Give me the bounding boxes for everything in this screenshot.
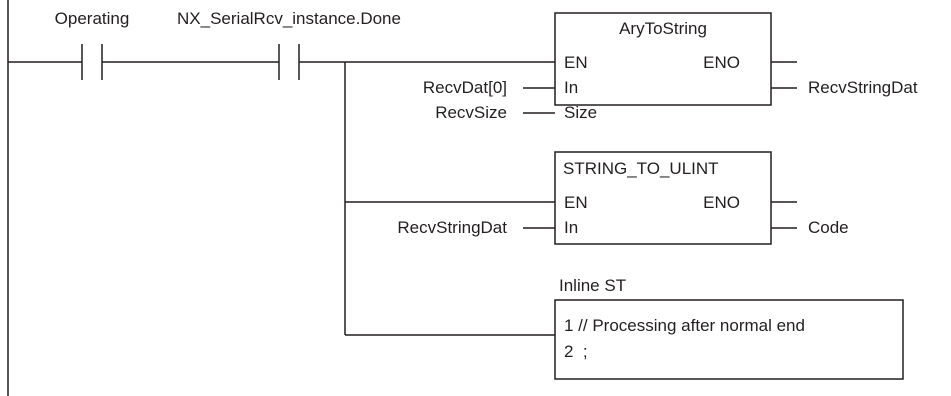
aryToString-in-pin: In (564, 78, 578, 97)
string-to-ulint-eno-pin: ENO (703, 193, 740, 212)
inline-st-block[interactable]: Inline ST 1 // Processing after normal e… (554, 276, 904, 380)
inline-st-line-1: 1 // Processing after normal end (564, 316, 805, 335)
recvdat-variable: RecvDat[0] (423, 78, 507, 97)
string-to-ulint-title: STRING_TO_ULINT (563, 159, 719, 178)
code-output-variable: Code (808, 218, 849, 237)
contact-done-label: NX_SerialRcv_instance.Done (177, 9, 401, 28)
aryToString-block[interactable]: AryToString EN ENO In Size RecvDat[0] Re… (423, 12, 918, 122)
aryToString-box (554, 12, 772, 106)
contact-done[interactable]: NX_SerialRcv_instance.Done (177, 9, 401, 80)
aryToString-en-pin: EN (564, 53, 588, 72)
string-to-ulint-box (554, 151, 772, 245)
inline-st-box (554, 299, 904, 380)
contact-operating[interactable]: Operating (55, 9, 130, 80)
aryToString-title: AryToString (619, 19, 707, 38)
inline-st-line-2: 2 ; (564, 342, 588, 361)
inline-st-label: Inline ST (559, 276, 626, 295)
aryToString-eno-pin: ENO (703, 53, 740, 72)
string-to-ulint-in-pin: In (564, 218, 578, 237)
contact-operating-label: Operating (55, 9, 130, 28)
string-to-ulint-block[interactable]: STRING_TO_ULINT EN ENO In RecvStringDat … (397, 151, 849, 245)
aryToString-size-pin: Size (564, 103, 597, 122)
string-to-ulint-en-pin: EN (564, 193, 588, 212)
recvstringdat-output-variable: RecvStringDat (808, 78, 918, 97)
recvsize-variable: RecvSize (435, 103, 507, 122)
recvstringdat-input-variable: RecvStringDat (397, 218, 507, 237)
